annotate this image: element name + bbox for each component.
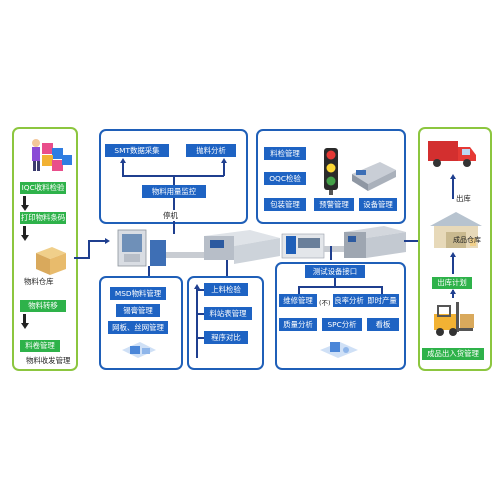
fg-warehouse-label: 成品仓库 — [453, 236, 481, 244]
warehouse-building-icon — [430, 212, 482, 248]
warehouse-label: 物料仓库 — [24, 277, 54, 286]
loading-inspect-button[interactable]: 上料检验 — [204, 283, 248, 296]
connector-line — [148, 266, 150, 278]
defect-prefix-label: (不) — [319, 299, 331, 307]
connector-line — [298, 286, 300, 294]
connector-line — [173, 176, 175, 185]
flow-arrow-head — [20, 323, 29, 329]
arrow-head — [193, 284, 200, 289]
connector-line — [173, 221, 175, 234]
analysis-device-icon — [320, 342, 358, 358]
connector-line — [381, 286, 383, 294]
cardboard-box-icon — [36, 247, 66, 275]
paste-button[interactable]: 锡膏管理 — [116, 304, 160, 317]
flow-arrow-head — [20, 235, 29, 241]
station-table-button[interactable]: 料站表管理 — [204, 307, 252, 320]
traffic-light-icon — [324, 148, 338, 195]
throw-analysis-button[interactable]: 抛料分析 — [186, 144, 236, 157]
smt-production-line — [117, 226, 406, 267]
receive-mgmt-label: 物料收发管理 — [26, 356, 71, 365]
arrow-head — [449, 174, 456, 179]
material-flow-panel — [12, 127, 78, 371]
yield-analysis-button[interactable]: 良率分析 — [333, 294, 365, 307]
forklift-icon — [434, 302, 474, 336]
connector-line — [223, 162, 225, 176]
ship-plan-button[interactable]: 出库计划 — [432, 277, 472, 289]
arrow-head — [221, 158, 227, 163]
alarm-button[interactable]: 预警管理 — [314, 198, 354, 211]
worker-boxes-illustration — [32, 139, 72, 171]
usage-monitor-button[interactable]: 物料用量监控 — [142, 185, 206, 198]
collect-button[interactable]: 料卷管理 — [20, 340, 60, 352]
inspect-mgmt-button[interactable]: 料检管理 — [264, 147, 306, 160]
ship-label: 出库 — [456, 194, 471, 203]
connector-line — [452, 179, 454, 199]
connector-line — [88, 240, 90, 258]
smt-data-button[interactable]: SMT数据采集 — [105, 144, 169, 157]
connector-line — [226, 260, 228, 278]
delivery-truck-icon — [428, 141, 476, 167]
dashboard-button[interactable]: 看板 — [367, 318, 399, 331]
quality-analysis-button[interactable]: 质量分析 — [279, 318, 317, 331]
packing-button[interactable]: 包装管理 — [264, 198, 306, 211]
realtime-output-button[interactable]: 即时产量 — [365, 294, 399, 307]
connector-line — [74, 257, 90, 259]
connector-line — [173, 198, 175, 210]
connector-line — [122, 175, 224, 177]
print-label-button[interactable]: 打印物料条码 — [20, 212, 66, 224]
msd-device-icon — [122, 342, 156, 358]
connector-line — [452, 256, 454, 274]
fg-io-button[interactable]: 成品出入货管理 — [422, 348, 484, 360]
connector-line — [196, 290, 198, 358]
connector-line — [196, 289, 204, 291]
connector-line — [334, 278, 336, 286]
equipment-button[interactable]: 设备管理 — [359, 198, 397, 211]
connector-line — [452, 290, 454, 298]
arrow-head — [120, 158, 126, 163]
connector-line — [88, 240, 106, 242]
connector-line — [330, 246, 332, 260]
arrow-head — [449, 289, 456, 294]
stencil-button[interactable]: 网板、丝网管理 — [108, 321, 168, 334]
iqc-button[interactable]: IQC收料检验 — [20, 182, 66, 194]
connector-line — [196, 337, 204, 339]
stop-label: 停机 — [163, 211, 178, 220]
flow-arrow — [23, 226, 26, 235]
oqc-button[interactable]: OQC检验 — [264, 172, 306, 185]
connector-line — [122, 162, 124, 176]
test-interface-button[interactable]: 测试设备接口 — [305, 265, 365, 278]
connector-line — [298, 286, 382, 288]
flow-arrow — [23, 196, 26, 205]
flow-arrow-head — [20, 205, 29, 211]
equipment-machine-icon — [352, 162, 396, 191]
flow-arrow — [23, 314, 26, 323]
connector-line — [404, 240, 424, 242]
arrow-head — [105, 237, 110, 244]
program-compare-button[interactable]: 程序对比 — [204, 331, 248, 344]
spc-analysis-button[interactable]: SPC分析 — [322, 318, 362, 331]
repair-button[interactable]: 维修管理 — [279, 294, 317, 307]
arrow-head — [449, 252, 456, 257]
msd-button[interactable]: MSD物料管理 — [110, 287, 166, 300]
transfer-button[interactable]: 物料转移 — [20, 300, 66, 312]
connector-line — [196, 313, 204, 315]
